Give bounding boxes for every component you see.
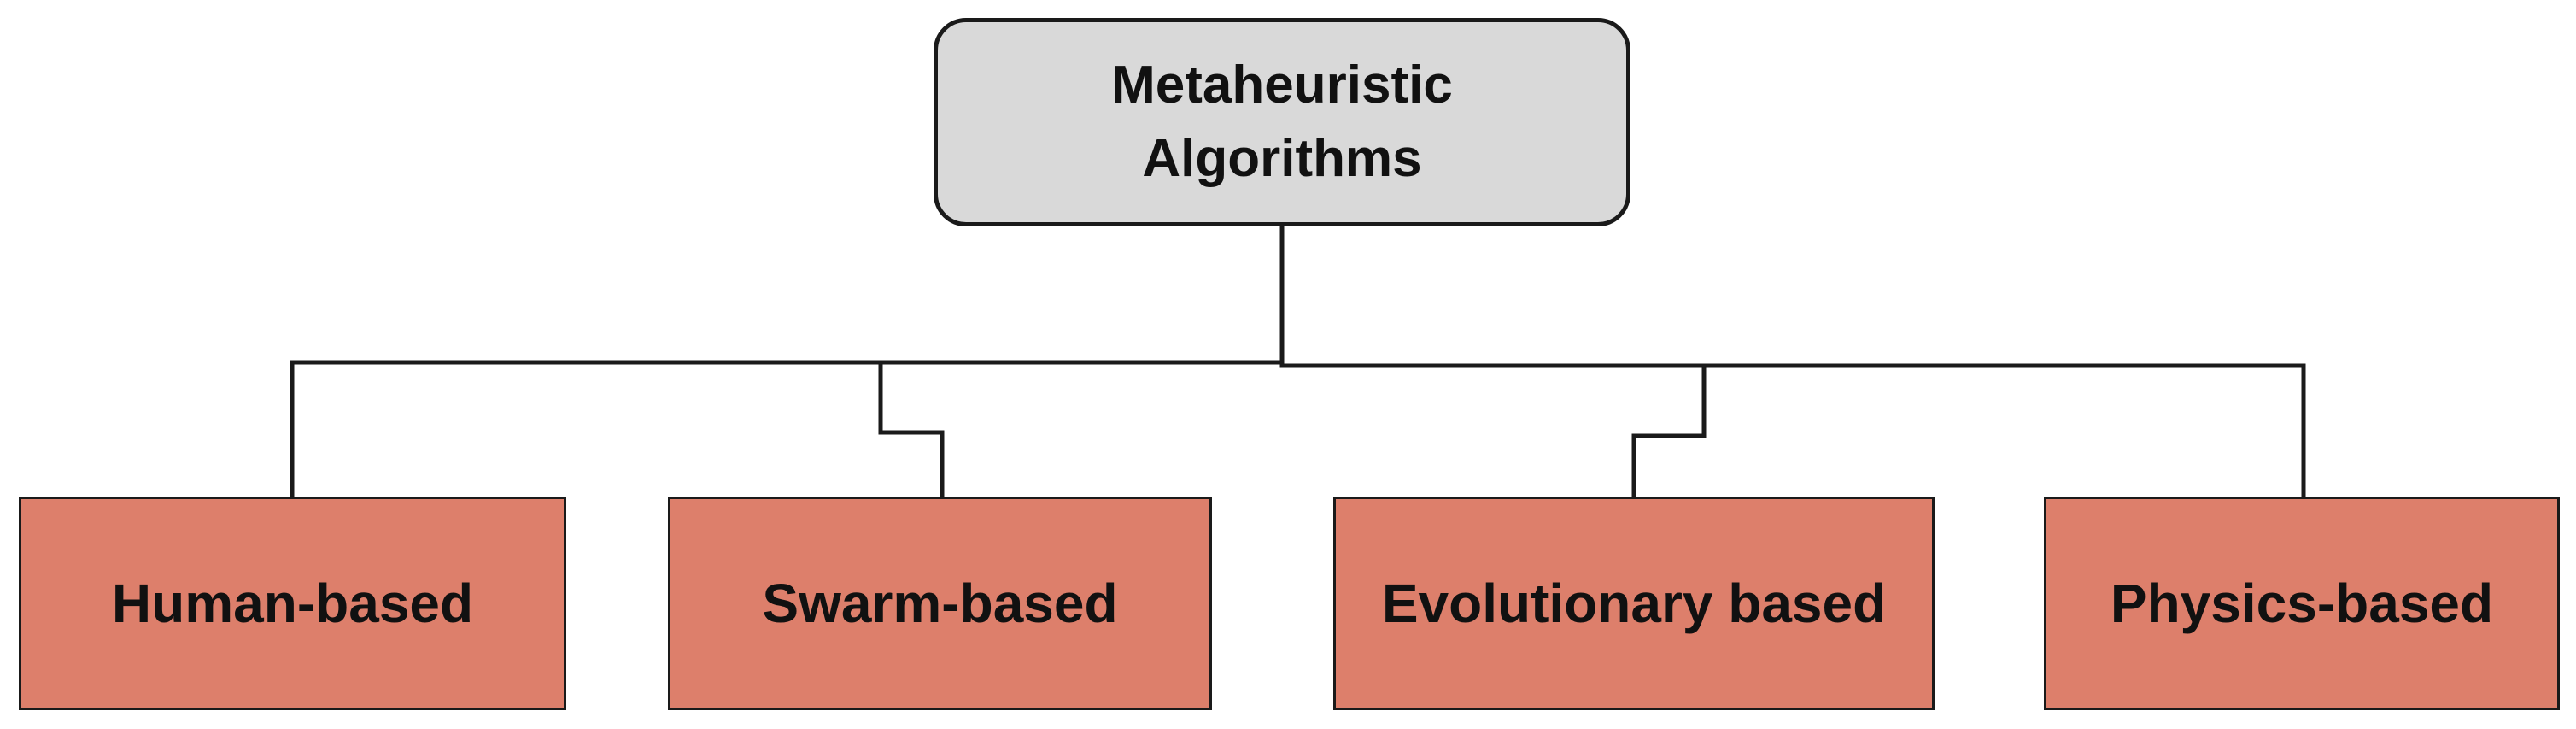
category-label: Evolutionary based — [1381, 573, 1887, 634]
category-label: Physics-based — [2110, 573, 2494, 634]
root-label-line2: Algorithms — [1142, 129, 1422, 188]
category-node-swarm-based: Swarm-based — [668, 497, 1212, 710]
category-node-evolutionary-based: Evolutionary based — [1333, 497, 1935, 710]
root-label-line1: Metaheuristic — [1111, 56, 1453, 115]
category-node-human-based: Human-based — [19, 497, 566, 710]
category-label: Human-based — [111, 573, 474, 634]
root-node-metaheuristic-algorithms: Metaheuristic Algorithms — [934, 18, 1630, 226]
category-node-physics-based: Physics-based — [2044, 497, 2560, 710]
connector-evolution — [1631, 363, 1707, 499]
connector-swarm — [878, 360, 945, 499]
category-label: Swarm-based — [762, 573, 1118, 634]
